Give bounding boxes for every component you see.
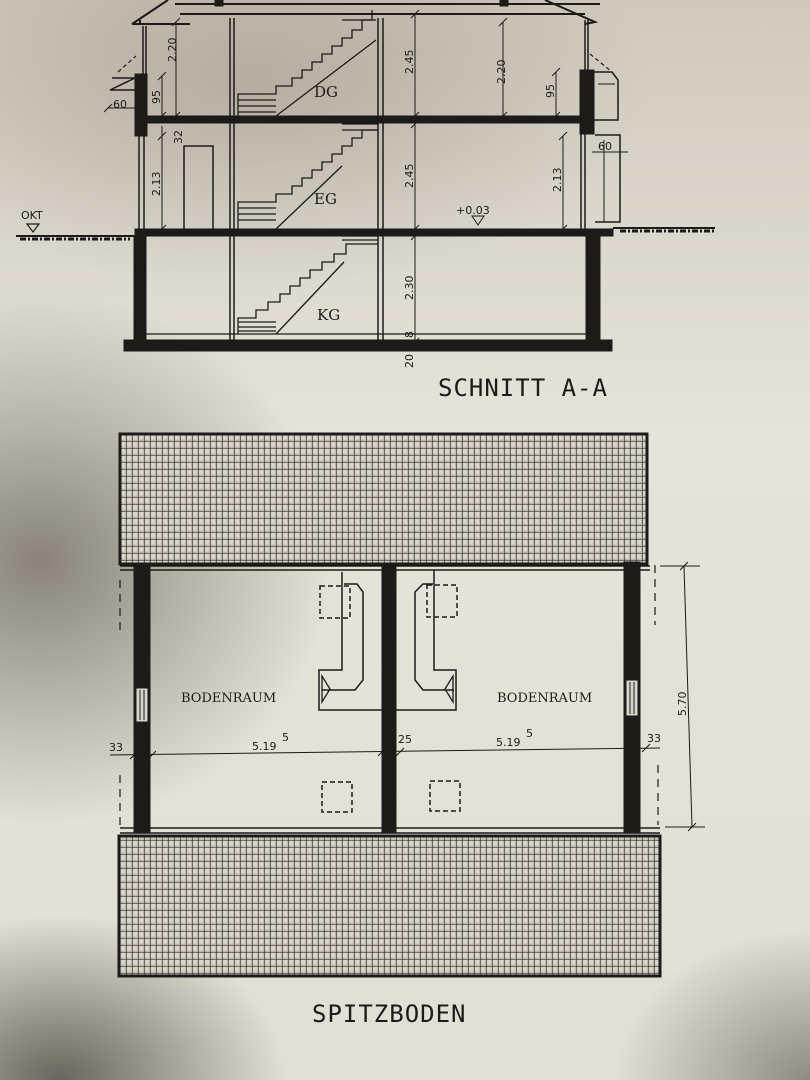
floor-label-eg: EG (314, 190, 337, 208)
plan-title: SPITZBODEN (312, 1000, 467, 1028)
dim-room-left-width: 5.19 (252, 740, 277, 753)
dim-kg-height: 2.30 (403, 276, 416, 301)
dim-right-eg-clear: 2.13 (551, 168, 564, 193)
dim-left-parapet: 95 (150, 90, 163, 104)
dim-room-right-width-sup: 5 (526, 727, 533, 740)
dim-left-overhang: 60 (113, 98, 127, 111)
floor-label-dg: DG (314, 83, 338, 101)
plan-labels: BODENRAUM BODENRAUM 5.19 5 5.19 5 33 25 … (109, 691, 689, 1028)
dim-right-parapet: 95 (544, 84, 557, 98)
dim-left-dg-clear: 2.20 (166, 38, 179, 63)
dim-right-overhang: 60 (598, 140, 612, 153)
floor-label-kg: KG (317, 306, 340, 324)
dim-dg-height: 2.45 (403, 50, 416, 75)
dim-base: 20 (403, 354, 416, 368)
stair-dg (237, 10, 377, 117)
section-dimension-lines (103, 9, 628, 347)
dim-left-slab: 32 (172, 130, 185, 144)
stair-kg (237, 235, 378, 335)
room-label-right: BODENRAUM (497, 691, 592, 706)
dim-right-wall: 33 (647, 732, 661, 745)
dim-right-dg-clear: 2.20 (495, 60, 508, 85)
dim-kg-slab: 8 (403, 331, 416, 338)
section-title: SCHNITT A-A (438, 374, 608, 402)
dim-left-eg-clear: 2.13 (150, 172, 163, 197)
stair-eg (237, 123, 378, 230)
floor-level-marker: +0.03 (456, 204, 490, 217)
section-labels: DG EG KG OKT +0.03 60 60 2.20 95 32 2.13… (21, 38, 612, 403)
roof-tiles-top (118, 432, 649, 566)
plan-drawing (109, 432, 705, 978)
dim-room-right-width: 5.19 (496, 736, 521, 749)
ground-marker-label: OKT (21, 209, 43, 222)
dim-depth: 5.70 (676, 692, 689, 717)
dim-left-wall: 33 (109, 741, 123, 754)
dim-eg-height: 2.45 (403, 164, 416, 189)
room-label-left: BODENRAUM (181, 691, 276, 706)
roof-tiles-bottom (117, 834, 662, 978)
wall-middle (381, 565, 397, 833)
dim-room-left-width-sup: 5 (282, 731, 289, 744)
dim-middle-wall: 25 (398, 733, 412, 746)
section-drawing (16, 0, 715, 352)
